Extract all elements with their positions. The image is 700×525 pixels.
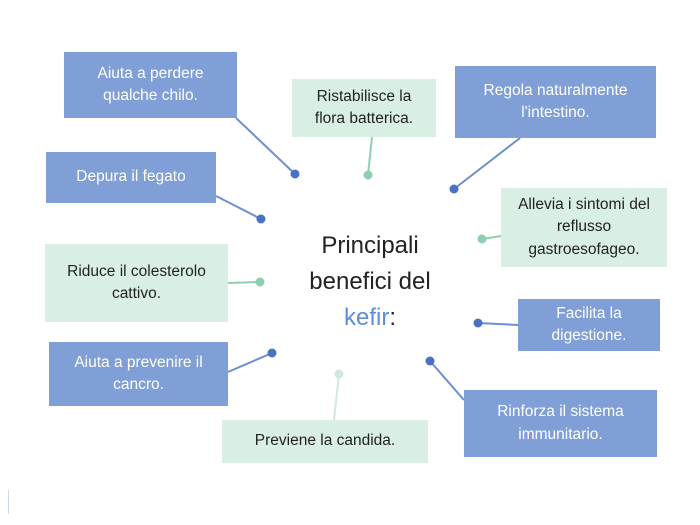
connector-dot-colesterolo (255, 277, 265, 287)
benefit-reflusso: Allevia i sintomi del reflusso gastroeso… (501, 188, 667, 267)
benefit-immunitario: Rinforza il sistema immunitario. (464, 390, 657, 457)
connector-fegato (215, 195, 262, 220)
central-title-keyword: kefir (343, 304, 390, 331)
edge-marker (8, 490, 9, 514)
connector-dot-flora (363, 170, 373, 180)
connector-flora (367, 136, 373, 176)
connector-dot-cancro (267, 348, 277, 358)
central-title-line3: kefir: (285, 300, 455, 336)
connector-cancro (227, 352, 273, 373)
connector-colesterolo (227, 281, 261, 284)
benefit-cancro: Aiuta a prevenire il cancro. (49, 342, 228, 406)
connector-perdere-chilo (235, 117, 296, 175)
central-title-line2: benefici del (309, 268, 431, 295)
connector-dot-perdere-chilo (290, 169, 300, 179)
connector-dot-reflusso (477, 234, 487, 244)
connector-intestino (453, 137, 521, 190)
connector-candida (333, 373, 340, 421)
connector-dot-intestino (449, 184, 459, 194)
central-title-suffix: : (389, 304, 396, 331)
connector-dot-immunitario (425, 356, 435, 366)
connector-dot-digestione (473, 318, 483, 328)
benefit-colesterolo: Riduce il colesterolo cattivo. (45, 244, 228, 322)
benefit-flora: Ristabilisce la flora batterica. (292, 79, 436, 137)
connector-digestione (477, 322, 519, 326)
benefit-intestino: Regola naturalmente l'intestino. (455, 66, 656, 138)
benefit-perdere-chilo: Aiuta a perdere qualche chilo. (64, 52, 237, 118)
benefit-fegato: Depura il fegato (46, 152, 216, 203)
connector-immunitario (429, 360, 465, 401)
connector-dot-fegato (256, 214, 266, 224)
central-title: Principali benefici del kefir: (285, 228, 455, 336)
benefit-digestione: Facilita la digestione. (518, 299, 660, 351)
central-title-line1: Principali (321, 232, 419, 259)
connector-dot-candida (334, 369, 344, 379)
benefit-candida: Previene la candida. (222, 420, 428, 463)
